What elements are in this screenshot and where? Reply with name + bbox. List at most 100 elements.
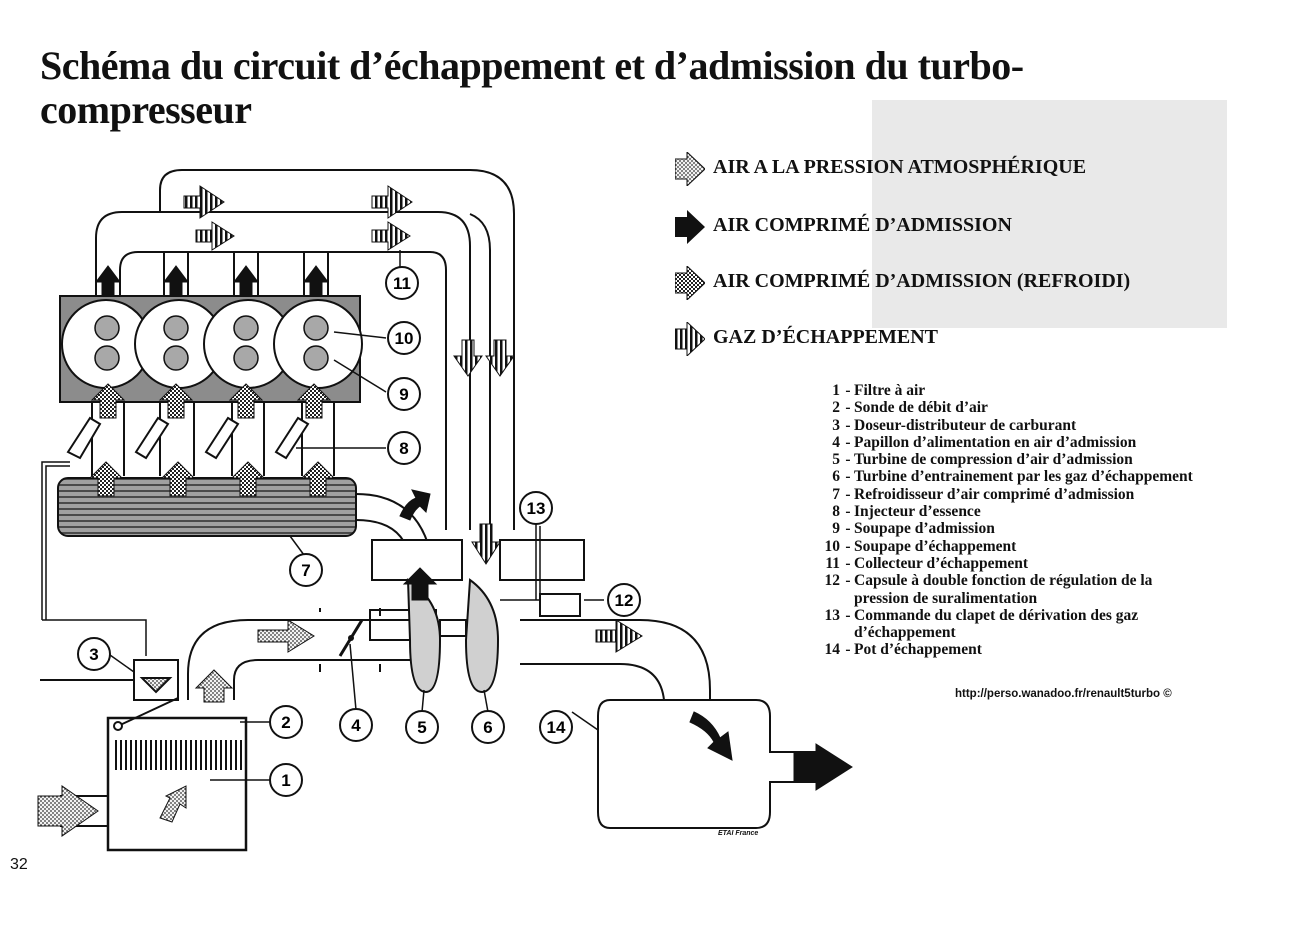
air-filter [106, 716, 248, 852]
arrow-exhaust-up-2 [163, 265, 189, 297]
legend-label: GAZ D’ÉCHAPPEMENT [713, 326, 938, 348]
air-filter-element [114, 740, 242, 770]
svg-text:5: 5 [417, 718, 426, 737]
callout-1: 1 [269, 763, 303, 797]
page-number: 32 [10, 856, 28, 873]
turbocharger [369, 539, 585, 694]
valves [94, 315, 329, 371]
part-item: 1-Filtre à air [832, 382, 926, 399]
arrow-intake-valve-1 [90, 383, 126, 419]
callout-3: 3 [77, 637, 111, 671]
callout-14: 14 [539, 710, 573, 744]
arrow-cooled-3 [230, 461, 266, 497]
arrow-compressed-up [402, 567, 438, 601]
injectors [66, 416, 310, 460]
callout-2: 2 [269, 705, 303, 739]
arrow-compressed-cooler [399, 489, 431, 521]
callouts: 1 2 3 4 5 6 7 8 9 10 11 12 13 14 [77, 266, 641, 797]
part-item: 8-Injecteur d’essence [832, 503, 981, 521]
legend-label: AIR COMPRIMÉ D’ADMISSION [713, 214, 1012, 236]
svg-text:14: 14 [547, 718, 566, 737]
part-item: 10-Soupape d’échappement [824, 537, 1017, 555]
part-item: 12-Capsule à double fonction de régulati… [824, 572, 1153, 607]
arrow-exhaust-down-1 [453, 339, 483, 377]
part-item: 7-Refroidisseur d’air comprimé d’admissi… [832, 485, 1135, 503]
callout-11: 11 [385, 266, 419, 300]
arrow-exhaust-down-2 [485, 339, 515, 377]
fuel-lines [41, 461, 147, 656]
source-url: http://perso.wanadoo.fr/renault5turbo © [955, 688, 1172, 700]
svg-text:4: 4 [351, 716, 361, 735]
arrow-cooled-2 [160, 461, 196, 497]
svg-text:11: 11 [393, 274, 411, 293]
part-item: 9-Soupape d’admission [832, 520, 995, 538]
svg-text:9: 9 [399, 385, 408, 404]
arrow-exhaust-mid-2 [371, 221, 411, 251]
svg-text:6: 6 [483, 718, 492, 737]
cylinder-4 [273, 299, 363, 389]
part-item: 6-Turbine d’entrainement par les gaz d’é… [832, 468, 1193, 486]
arrow-exhaust-mid-1 [195, 221, 235, 251]
grid-arrow-icon [675, 266, 705, 300]
turbine-wheel [464, 578, 500, 694]
cylinders [61, 299, 363, 389]
scanned-background-block [872, 100, 1227, 328]
svg-text:1: 1 [281, 771, 290, 790]
exhaust-muffler [597, 699, 821, 829]
svg-text:10: 10 [395, 329, 414, 348]
intercooler [57, 477, 357, 537]
striped-arrow-icon [675, 322, 705, 356]
callout-12: 12 [607, 583, 641, 617]
legend-label: AIR COMPRIMÉ D’ADMISSION (REFROIDI) [713, 270, 1131, 292]
part-item: 4-Papillon d’alimentation en air d’admis… [832, 433, 1137, 451]
flow-arrows [37, 185, 853, 837]
intake-runners [91, 402, 335, 476]
arrow-intake-valve-4 [296, 383, 332, 419]
part-item: 2-Sonde de débit d’air [832, 399, 988, 417]
svg-text:7: 7 [301, 561, 310, 580]
illustration-credit: ETAI France [718, 830, 759, 837]
parts-list: 1-Filtre à air 2-Sonde de débit d’air 3-… [800, 382, 1200, 659]
arrow-exhaust-turbine [471, 523, 501, 565]
part-item: 5-Turbine de compression d’air d’admissi… [832, 451, 1133, 469]
legend-label: AIR A LA PRESSION ATMOSPHÉRIQUE [713, 156, 1087, 178]
arrow-atm-filter [159, 785, 187, 823]
arrow-exhaust-top-1 [183, 185, 225, 219]
callout-8: 8 [387, 431, 421, 465]
arrow-intake-valve-3 [228, 383, 264, 419]
callout-leaders [109, 250, 599, 781]
callout-10: 10 [387, 321, 421, 355]
arrow-atm-inlet [37, 785, 99, 837]
callout-9: 9 [387, 377, 421, 411]
callout-13: 13 [519, 491, 553, 525]
compressor-wheel [406, 578, 442, 694]
page-title: Schéma du circuit d’échappement et d’adm… [40, 43, 1024, 132]
arrow-intake-valve-2 [158, 383, 194, 419]
arrow-exhaust-tailpipe [793, 743, 853, 791]
exhaust-manifold [95, 169, 515, 530]
svg-text:13: 13 [527, 499, 546, 518]
arrow-cooled-1 [88, 461, 124, 497]
arrow-exhaust-top-2 [371, 185, 413, 219]
part-item: 11-Collecteur d’échappement [825, 554, 1029, 572]
arrow-exhaust-up-3 [233, 265, 259, 297]
arrow-exhaust-up-1 [95, 265, 121, 297]
exhaust-pipe [520, 619, 711, 701]
arrow-atm-sensor [194, 669, 234, 703]
solid-arrow-icon [675, 210, 705, 244]
callout-4: 4 [339, 708, 373, 742]
arrow-exhaust-muffler [689, 711, 733, 761]
callout-6: 6 [471, 710, 505, 744]
arrow-atm-intake [257, 619, 315, 653]
dotted-arrow-icon [675, 152, 705, 186]
callout-7: 7 [289, 553, 323, 587]
svg-text:2: 2 [281, 713, 290, 732]
svg-text:3: 3 [89, 645, 98, 664]
svg-text:12: 12 [615, 591, 634, 610]
part-item: 13-Commande du clapet de dérivation des … [824, 606, 1139, 642]
arrow-exhaust-up-4 [303, 265, 329, 297]
intake-pipe [187, 608, 410, 700]
svg-text:8: 8 [399, 439, 408, 458]
callout-5: 5 [405, 710, 439, 744]
